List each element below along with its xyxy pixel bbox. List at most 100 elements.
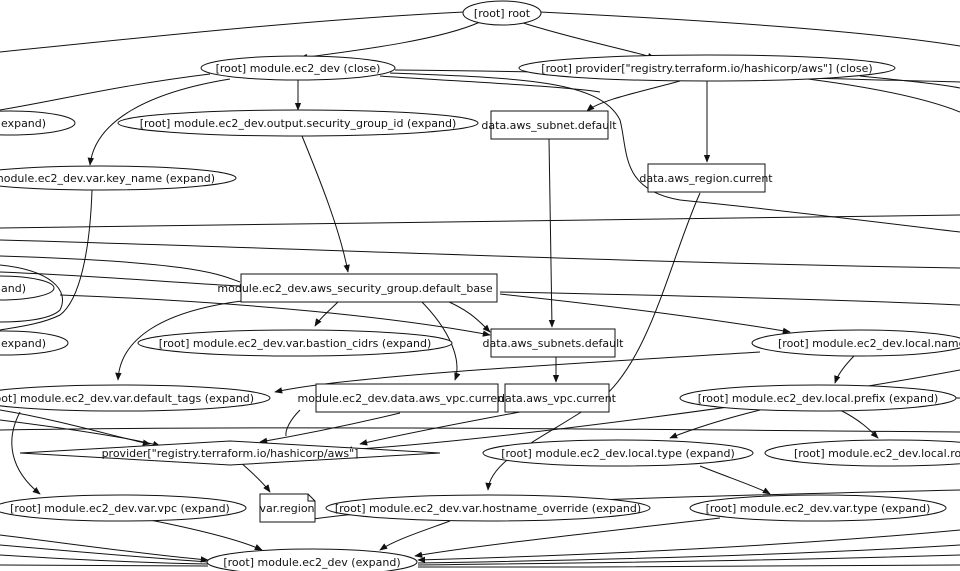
edge	[59, 294, 491, 337]
edge	[417, 544, 960, 564]
edge	[0, 427, 960, 433]
node-output-security-group-id[interactable]: [root] module.ec2_dev.output.security_gr…	[117, 109, 479, 137]
node-left-expand-3[interactable]: expand)	[0, 330, 69, 356]
edge	[0, 419, 161, 447]
node-label: [root] module.ec2_dev.var.default_tags (…	[0, 392, 254, 405]
node-label: and)	[1, 282, 26, 295]
node-local-role[interactable]: [root] module.ec2_dev.local.role (	[764, 439, 960, 467]
edge	[274, 351, 761, 394]
node-root[interactable]: [root] root	[462, 0, 542, 26]
node-provider-close[interactable]: [root] provider["registry.terraform.io/h…	[518, 54, 896, 82]
edge	[417, 554, 960, 566]
node-label: [root] root	[474, 7, 531, 20]
node-label: [root] provider["registry.terraform.io/h…	[541, 62, 872, 75]
edge	[699, 465, 771, 495]
node-aws-security-group-default-base[interactable]: module.ec2_dev.aws_security_group.defaul…	[217, 273, 498, 303]
edge	[239, 461, 271, 493]
edge	[0, 564, 209, 567]
node-label: [root] module.ec2_dev.var.type (expand)	[706, 502, 931, 515]
node-label: [root] module.ec2_dev.local.type (expand…	[501, 447, 735, 460]
edge	[344, 369, 960, 453]
edge	[417, 529, 960, 564]
edge	[87, 78, 231, 166]
edge	[259, 412, 401, 444]
node-label: data.aws_vpc.current	[498, 392, 617, 405]
node-ec2-expand[interactable]: [root] module.ec2_dev (expand)	[206, 548, 418, 571]
node-label: [root] module.ec2_dev (close)	[216, 62, 381, 75]
edge	[301, 135, 350, 273]
node-left-expand-1[interactable]: expand)	[0, 110, 76, 136]
node-label: var.region	[259, 502, 314, 515]
node-data-aws-vpc-current-module[interactable]: module.ec2_dev.data.aws_vpc.current	[298, 383, 510, 413]
edge	[0, 534, 209, 563]
node-label: [root] module.ec2_dev.var.hostname_overr…	[335, 502, 641, 515]
node-local-name[interactable]: [root] module.ec2_dev.local.name (e	[751, 329, 960, 357]
edge	[519, 21, 656, 60]
node-data-aws-subnets-default[interactable]: data.aws_subnets.default	[483, 328, 625, 358]
node-var-key-name[interactable]: module.ec2_dev.var.key_name (expand)	[0, 165, 237, 191]
edge	[586, 80, 681, 112]
node-var-default-tags[interactable]: [root] module.ec2_dev.var.default_tags (…	[0, 384, 271, 412]
edge	[499, 293, 791, 334]
edge	[0, 189, 93, 331]
edge	[669, 409, 761, 439]
edge	[359, 411, 521, 446]
node-label: [root] module.ec2_dev.local.role (	[794, 447, 960, 460]
edge	[0, 271, 241, 287]
edge	[0, 214, 960, 229]
node-var-hostname-override[interactable]: [root] module.ec2_dev.var.hostname_overr…	[325, 494, 651, 522]
edge	[0, 544, 209, 563]
edge	[299, 21, 481, 61]
edge	[0, 239, 960, 269]
node-label: data.aws_subnets.default	[483, 337, 625, 350]
node-label: expand)	[1, 117, 46, 130]
node-local-prefix[interactable]: [root] module.ec2_dev.local.prefix (expa…	[679, 384, 957, 412]
node-label: module.ec2_dev.data.aws_vpc.current	[298, 392, 510, 405]
node-provider-aws[interactable]: provider["registry.terraform.io/hashicor…	[19, 440, 441, 466]
edge	[499, 291, 960, 306]
node-var-region[interactable]: var.region	[259, 493, 316, 523]
node-label: [root] module.ec2_dev.local.name (e	[778, 337, 960, 350]
edge	[379, 75, 601, 93]
edge	[548, 138, 556, 328]
node-var-vpc[interactable]: [root] module.ec2_dev.var.vpc (expand)	[0, 494, 247, 522]
edge	[859, 75, 960, 89]
edge	[539, 11, 960, 47]
node-left-expand-2[interactable]: and)	[0, 275, 55, 301]
edge	[799, 77, 960, 113]
node-label: data.aws_subnet.default	[481, 119, 617, 132]
node-label: expand)	[1, 337, 46, 350]
edge	[0, 255, 241, 283]
node-label: module.ec2_dev.aws_security_group.defaul…	[217, 282, 492, 295]
edge	[834, 354, 856, 384]
edge	[0, 409, 151, 446]
node-label: [root] module.ec2_dev (expand)	[223, 556, 400, 569]
edge	[439, 297, 491, 333]
node-label: provider["registry.terraform.io/hashicor…	[102, 447, 359, 460]
node-label: [root] module.ec2_dev.var.vpc (expand)	[10, 502, 230, 515]
edge	[414, 517, 721, 558]
node-var-type[interactable]: [root] module.ec2_dev.var.type (expand)	[689, 494, 947, 522]
node-data-aws-subnet-default[interactable]: data.aws_subnet.default	[481, 110, 617, 140]
edge	[0, 264, 63, 323]
edge	[11, 411, 41, 495]
edge	[0, 73, 211, 111]
node-label: [root] module.ec2_dev.local.prefix (expa…	[698, 392, 939, 405]
edge	[285, 409, 301, 437]
node-ec2-close[interactable]: [root] module.ec2_dev (close)	[200, 55, 396, 81]
edges	[0, 11, 960, 568]
node-label: data.aws_region.current	[639, 172, 773, 185]
node-data-aws-vpc-current[interactable]: data.aws_vpc.current	[498, 383, 617, 413]
node-data-aws-region-current[interactable]: data.aws_region.current	[639, 163, 773, 193]
node-local-type[interactable]: [root] module.ec2_dev.local.type (expand…	[482, 439, 754, 467]
edge	[0, 554, 209, 565]
edge	[839, 409, 879, 439]
node-var-bastion-cidrs[interactable]: [root] module.ec2_dev.var.bastion_cidrs …	[137, 329, 453, 357]
edge	[379, 520, 451, 551]
edge	[149, 519, 263, 551]
node-label: [root] module.ec2_dev.output.security_gr…	[140, 117, 457, 130]
node-label: module.ec2_dev.var.key_name (expand)	[0, 172, 215, 185]
edge	[115, 299, 251, 381]
